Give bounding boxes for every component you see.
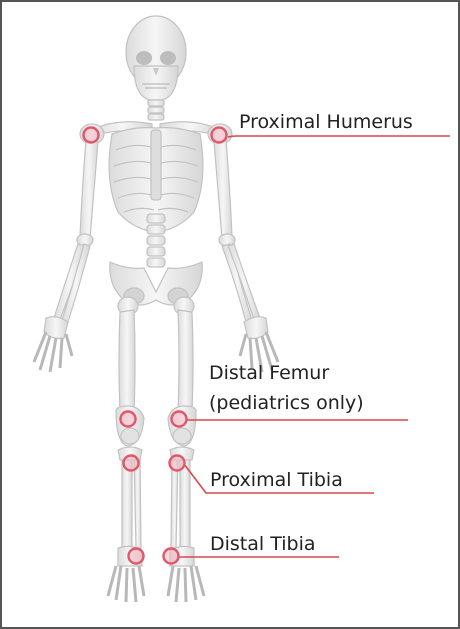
skull <box>126 16 186 100</box>
marker-distal-tibia-right <box>129 549 144 564</box>
marker-proximal-tibia-right <box>124 456 139 471</box>
labels: Proximal Humerus Distal Femur (pediatric… <box>209 111 413 555</box>
label-distal-tibia: Distal Tibia <box>210 533 316 555</box>
cervical-spine <box>148 100 164 120</box>
lumbar-spine <box>147 214 165 267</box>
marker-distal-femur-left <box>172 412 187 427</box>
marker-proximal-humerus-right <box>84 128 99 143</box>
left-arm <box>208 124 278 372</box>
right-arm <box>34 124 104 372</box>
label-distal-femur-note: (pediatrics only) <box>209 392 364 414</box>
leader-line-proximal-humerus <box>228 136 450 137</box>
marker-distal-tibia-left <box>164 549 179 564</box>
marker-proximal-humerus-left <box>212 128 227 143</box>
label-proximal-humerus: Proximal Humerus <box>239 111 413 133</box>
marker-proximal-tibia-left <box>170 456 185 471</box>
label-proximal-tibia: Proximal Tibia <box>210 469 343 491</box>
label-distal-femur: Distal Femur <box>209 362 329 384</box>
skeleton-figure <box>34 16 278 602</box>
marker-distal-femur-right <box>121 412 136 427</box>
